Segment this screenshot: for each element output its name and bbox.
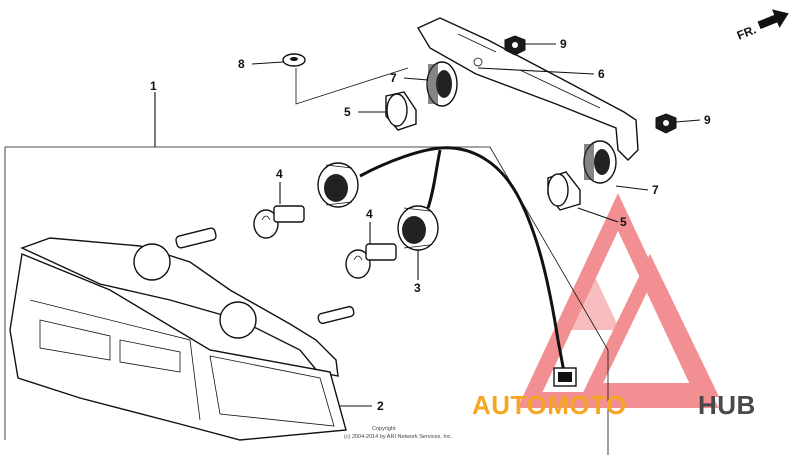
callout-3: 3 bbox=[414, 281, 421, 295]
callout-9-upper: 9 bbox=[560, 37, 567, 51]
bulb-lower bbox=[345, 243, 397, 279]
callout-7-upper: 7 bbox=[390, 71, 397, 85]
watermark-logo-icon bbox=[517, 193, 720, 408]
leader-lines bbox=[154, 43, 701, 407]
callout-1: 1 bbox=[150, 79, 157, 93]
front-direction-indicator: FR. bbox=[735, 9, 789, 43]
collar-lower bbox=[547, 171, 581, 211]
watermark-text: AUTOMOTO HUB bbox=[472, 390, 756, 420]
bulb-socket-upper bbox=[317, 162, 359, 208]
callout-8: 8 bbox=[238, 57, 245, 71]
wiring-harness bbox=[359, 146, 566, 373]
callout-4-lower: 4 bbox=[366, 207, 373, 221]
grommet-upper bbox=[426, 61, 458, 107]
callout-6: 6 bbox=[598, 67, 605, 81]
copyright-line1: Copyright bbox=[372, 426, 396, 432]
callout-5-lower: 5 bbox=[620, 215, 627, 229]
direction-label: FR. bbox=[735, 22, 758, 42]
callout-9-lower: 9 bbox=[704, 113, 711, 127]
callout-5-upper: 5 bbox=[344, 105, 351, 119]
washer bbox=[282, 53, 409, 105]
callout-2: 2 bbox=[377, 399, 384, 413]
grommet-lower bbox=[583, 140, 617, 184]
bulb-socket-lower bbox=[397, 205, 439, 251]
direction-arrow-icon bbox=[757, 9, 789, 30]
watermark-word-dark: HUB bbox=[698, 390, 756, 420]
copyright-line2: (c) 2004-2014 by ARI Network Services, I… bbox=[344, 434, 453, 440]
assembly-boundary bbox=[4, 146, 609, 455]
taillight-housing bbox=[20, 227, 355, 377]
nut-upper bbox=[504, 35, 526, 56]
callout-7-lower: 7 bbox=[652, 183, 659, 197]
wire-connector bbox=[553, 367, 577, 387]
watermark-word-accent: AUTOMOTO bbox=[472, 390, 627, 420]
collar-upper bbox=[385, 91, 417, 131]
mounting-bracket bbox=[416, 17, 639, 161]
taillight-lens bbox=[9, 253, 347, 441]
callout-4-upper: 4 bbox=[276, 167, 283, 181]
nut-lower bbox=[655, 113, 677, 134]
bulb-upper bbox=[253, 205, 305, 239]
callouts: 1 2 3 4 4 5 5 6 7 7 8 9 9 bbox=[150, 37, 711, 413]
